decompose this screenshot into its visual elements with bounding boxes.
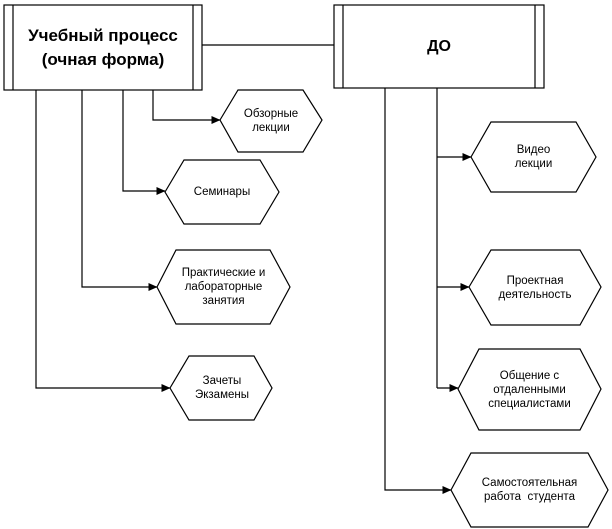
main-box-uchebny [3,4,203,91]
hex-proekt [468,249,602,326]
label-obshchenie: Общение с отдаленными специалистами [488,369,571,410]
arrow-to-seminary [122,90,166,195]
hex-praktich [156,249,291,325]
arrow-to-samost [384,88,452,494]
hex-video [470,121,597,193]
hex-obzornye [219,89,323,153]
label-zachety: Зачеты Экзамены [194,375,249,401]
label-seminary: Семинары [193,186,251,198]
label-do: ДО [427,37,451,55]
label-uchebny: Учебный процесс (очная форма) [28,25,178,69]
hex-zachety [169,355,273,421]
main-box-do [333,4,545,89]
hex-seminary [164,159,280,225]
hex-samost [450,452,609,528]
label-samost: Самостоятельная работа студента [481,477,578,503]
label-praktich: Практические и лабораторные занятия [181,267,266,307]
arrow-to-obzornye [152,90,221,124]
arrow-to-zachety [35,90,171,392]
label-proekt: Проектная деятельность [498,274,572,301]
hex-obshchenie [457,348,602,431]
arrow-to-praktich [81,90,158,291]
label-video: Видео лекции [514,144,553,170]
label-obzornye: Обзорные лекции [243,108,299,134]
